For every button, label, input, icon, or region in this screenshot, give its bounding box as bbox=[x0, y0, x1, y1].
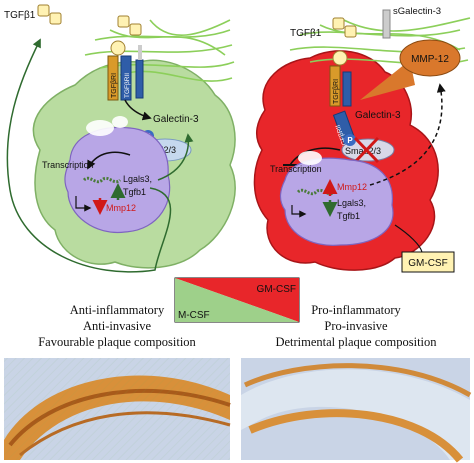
right-gene-lgals3: Lgals3, bbox=[337, 198, 366, 208]
left-tgfb1-label: TGFβ1 bbox=[4, 10, 36, 21]
right-receptor-i-label: TGFβRI bbox=[333, 79, 340, 104]
right-caption-line-2: Pro-invasive bbox=[324, 319, 388, 333]
csf-gradient: GM-CSF M-CSF bbox=[174, 277, 300, 323]
right-gene-tgfb1: Tgfb1 bbox=[337, 211, 360, 221]
mmp12-enzyme-label: MMP-12 bbox=[411, 54, 449, 65]
left-macrophage: TGFβ1 TGFβRI TGFβRII Galectin-3 P Smad2/… bbox=[4, 4, 236, 273]
gmcsf-stimulus: GM-CSF bbox=[401, 251, 455, 273]
left-caption-line-1: Anti-inflammatory bbox=[69, 303, 165, 317]
right-histology bbox=[241, 358, 472, 463]
left-receptor-i-label: TGFβRI bbox=[111, 73, 118, 98]
right-caption: Pro-inflammatory Pro-invasive Detrimenta… bbox=[238, 302, 474, 350]
right-transcription-label: Transcription bbox=[270, 164, 322, 174]
left-galectin-label: Galectin-3 bbox=[153, 114, 199, 125]
right-gene-mmp12: Mmp12 bbox=[337, 182, 367, 192]
right-sgalectin-label: sGalectin-3 bbox=[393, 6, 441, 17]
left-gene-lgals3: Lgals3, bbox=[123, 174, 152, 184]
left-receptor-ii-label: TGFβRII bbox=[124, 73, 131, 98]
left-caption-line-3: Favourable plaque composition bbox=[38, 335, 196, 349]
right-nucleus bbox=[279, 157, 394, 246]
left-nucleus bbox=[64, 126, 171, 234]
right-macrophage: sGalectin-3 TGFβ1 MMP-12 TGFβRI Galectin… bbox=[253, 6, 471, 271]
right-galectin-label: Galectin-3 bbox=[355, 110, 401, 121]
gradient-mcsf-label: M-CSF bbox=[178, 310, 210, 321]
right-caption-line-1: Pro-inflammatory bbox=[311, 303, 401, 317]
right-smad-label: Smad2/3 bbox=[345, 146, 381, 156]
left-gene-mmp12: Mmp12 bbox=[106, 203, 136, 213]
gmcsf-box-label: GM-CSF bbox=[408, 258, 447, 269]
left-histology bbox=[4, 358, 231, 460]
left-gene-tgfb1: Tgfb1 bbox=[123, 187, 146, 197]
left-caption: Anti-inflammatory Anti-invasive Favourab… bbox=[0, 302, 234, 350]
svg-text:P: P bbox=[347, 136, 353, 145]
gradient-gmcsf-label: GM-CSF bbox=[257, 284, 296, 295]
right-caption-line-3: Detrimental plaque composition bbox=[275, 335, 437, 349]
mmp12-enzyme bbox=[399, 39, 461, 77]
left-transcription-label: Transcription bbox=[42, 160, 94, 170]
left-collagen-fibers bbox=[84, 19, 235, 82]
right-tgfb1-label: TGFβ1 bbox=[290, 28, 322, 39]
left-caption-line-2: Anti-invasive bbox=[82, 319, 152, 333]
